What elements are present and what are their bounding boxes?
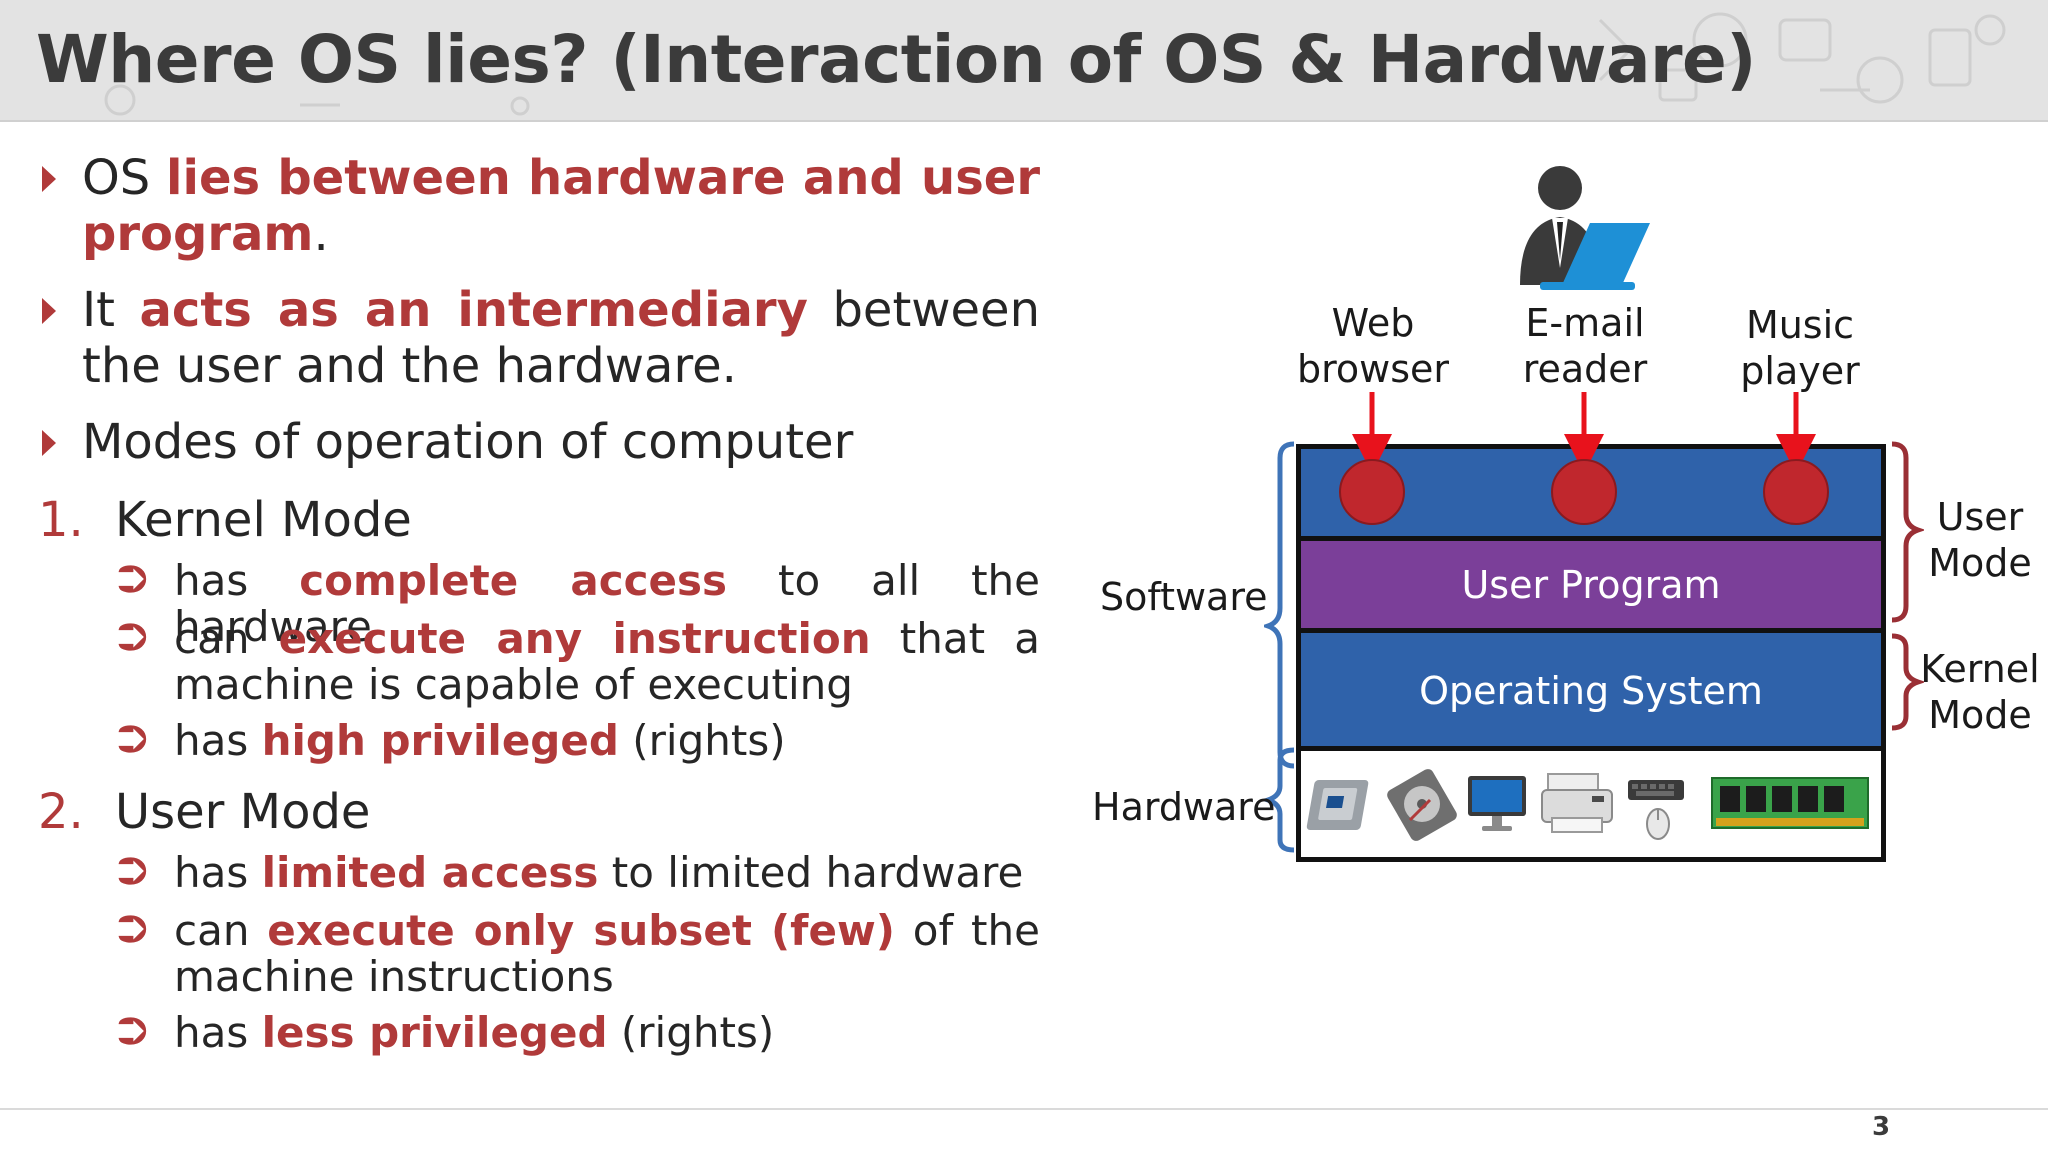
mode-name-user: User Mode — [115, 784, 371, 840]
kernel-item: ⮊ has complete access to all the hardwar… — [118, 556, 1041, 651]
item-post: of the machine instructions — [174, 906, 1040, 1001]
user-mode-brace — [1891, 441, 1924, 623]
app-dot-web-browser — [1339, 459, 1405, 525]
operating-system-layer: Operating System — [1296, 628, 1886, 752]
app-label-web-browser: Web browser — [1268, 300, 1478, 392]
mode-label-line: Mode — [1928, 541, 2032, 585]
user-program-label: User Program — [1461, 563, 1721, 607]
mode-number: 1. — [38, 492, 84, 548]
software-brace — [1264, 441, 1295, 769]
item-highlight: complete access — [299, 556, 728, 605]
braces-right — [1891, 441, 1924, 731]
item-pre: has — [174, 1008, 262, 1057]
user-program-layer: User Program — [1296, 536, 1886, 634]
software-label: Software — [1100, 575, 1268, 619]
bullet-pre: It — [82, 282, 140, 338]
item-highlight: limited access — [261, 848, 599, 897]
item-pre: can — [174, 906, 268, 955]
item-post: that a machine is capable of executing — [174, 614, 1040, 709]
item-post: to limited hardware — [598, 848, 1024, 897]
user-with-laptop-icon — [1520, 166, 1650, 290]
hard-disk-icon — [1387, 769, 1457, 841]
bullet-pre: Modes of operation of computer — [82, 414, 854, 470]
item-highlight: execute any instruction — [278, 614, 871, 663]
item-pre: has — [174, 848, 262, 897]
bullet-modes-of-operation: Modes of operation of computer — [42, 414, 1040, 470]
mode-label-line: Kernel — [1920, 647, 2040, 691]
item-highlight: less privileged — [261, 1008, 608, 1057]
cpu-icon — [1306, 780, 1369, 830]
item-pre: has — [174, 716, 262, 765]
item-highlight: execute only subset (few) — [267, 906, 895, 955]
monitor-icon — [1468, 776, 1526, 831]
app-label-line: E-mail — [1525, 301, 1645, 345]
bullet-pre: OS — [82, 150, 167, 206]
keyboard-mouse-icon — [1628, 780, 1684, 840]
curved-arrow-bullet-icon: ⮊ — [118, 1009, 147, 1053]
bullet-post: between the user and the hardware. — [82, 282, 1041, 394]
bullet-intermediary: It acts as an intermediary between the u… — [42, 282, 1041, 394]
app-dot-music-player — [1763, 459, 1829, 525]
mode-label-line: User — [1936, 495, 2024, 539]
item-post: to all the hardware — [174, 556, 1041, 651]
app-label-email-reader: E-mail reader — [1480, 300, 1690, 392]
curved-arrow-bullet-icon: ⮊ — [118, 849, 147, 893]
user-item: ⮊ can execute only subset (few) of the m… — [118, 906, 1040, 1001]
operating-system-label: Operating System — [1419, 669, 1763, 713]
user-item: ⮊ has less privileged (rights) — [118, 1008, 1040, 1057]
triangle-bullet-icon — [42, 430, 56, 456]
app-label-line: browser — [1296, 347, 1450, 391]
mode-number: 2. — [38, 784, 84, 840]
curved-arrow-bullet-icon: ⮊ — [118, 907, 147, 951]
app-dot-email-reader — [1551, 459, 1617, 525]
kernel-mode-label: Kernel Mode — [1918, 646, 2042, 738]
mode-name-kernel: Kernel Mode — [115, 492, 412, 548]
hardware-icons — [1306, 769, 1869, 841]
bullet-highlight: lies between hardware and user program — [82, 150, 1040, 262]
hardware-label: Hardware — [1092, 785, 1276, 829]
printer-icon — [1541, 773, 1613, 833]
item-highlight: high privileged — [261, 716, 619, 765]
page-number: 3 — [1872, 1112, 1891, 1142]
bullet-post: . — [313, 206, 329, 262]
ram-icon — [1711, 777, 1869, 829]
mode-label-line: Mode — [1928, 693, 2032, 737]
bullet-highlight: acts as an intermediary — [139, 282, 808, 338]
item-post: (rights) — [618, 716, 786, 765]
title-bar: Where OS lies? (Interaction of OS & Hard… — [0, 0, 2048, 122]
app-arrows — [1339, 392, 1829, 525]
braces-left — [1264, 441, 1295, 853]
triangle-bullet-icon — [42, 166, 56, 192]
item-pre: can — [174, 614, 279, 663]
app-label-line: reader — [1522, 347, 1648, 391]
curved-arrow-bullet-icon: ⮊ — [118, 717, 147, 761]
user-item: ⮊ has limited access to limited hardware — [118, 848, 1040, 897]
item-pre: has — [174, 556, 300, 605]
hardware-brace — [1264, 747, 1295, 853]
triangle-bullet-icon — [42, 298, 56, 324]
app-label-line: player — [1740, 349, 1860, 393]
footer-divider — [0, 1108, 2048, 1110]
app-label-line: Music — [1745, 303, 1855, 347]
item-post: (rights) — [607, 1008, 775, 1057]
curved-arrow-bullet-icon: ⮊ — [118, 615, 147, 659]
app-label-music-player: Music player — [1695, 302, 1905, 394]
user-mode-label: User Mode — [1920, 494, 2040, 586]
curved-arrow-bullet-icon: ⮊ — [118, 557, 147, 601]
bullet-os-lies-between: OS lies between hardware and user progra… — [42, 150, 1040, 262]
doodle-background — [104, 12, 2006, 116]
page-title: Where OS lies? (Interaction of OS & Hard… — [36, 21, 1756, 98]
kernel-mode-brace — [1891, 633, 1924, 731]
kernel-item: ⮊ has high privileged (rights) — [118, 716, 1040, 765]
kernel-item: ⮊ can execute any instruction that a mac… — [118, 614, 1040, 709]
app-label-line: Web — [1331, 301, 1415, 345]
